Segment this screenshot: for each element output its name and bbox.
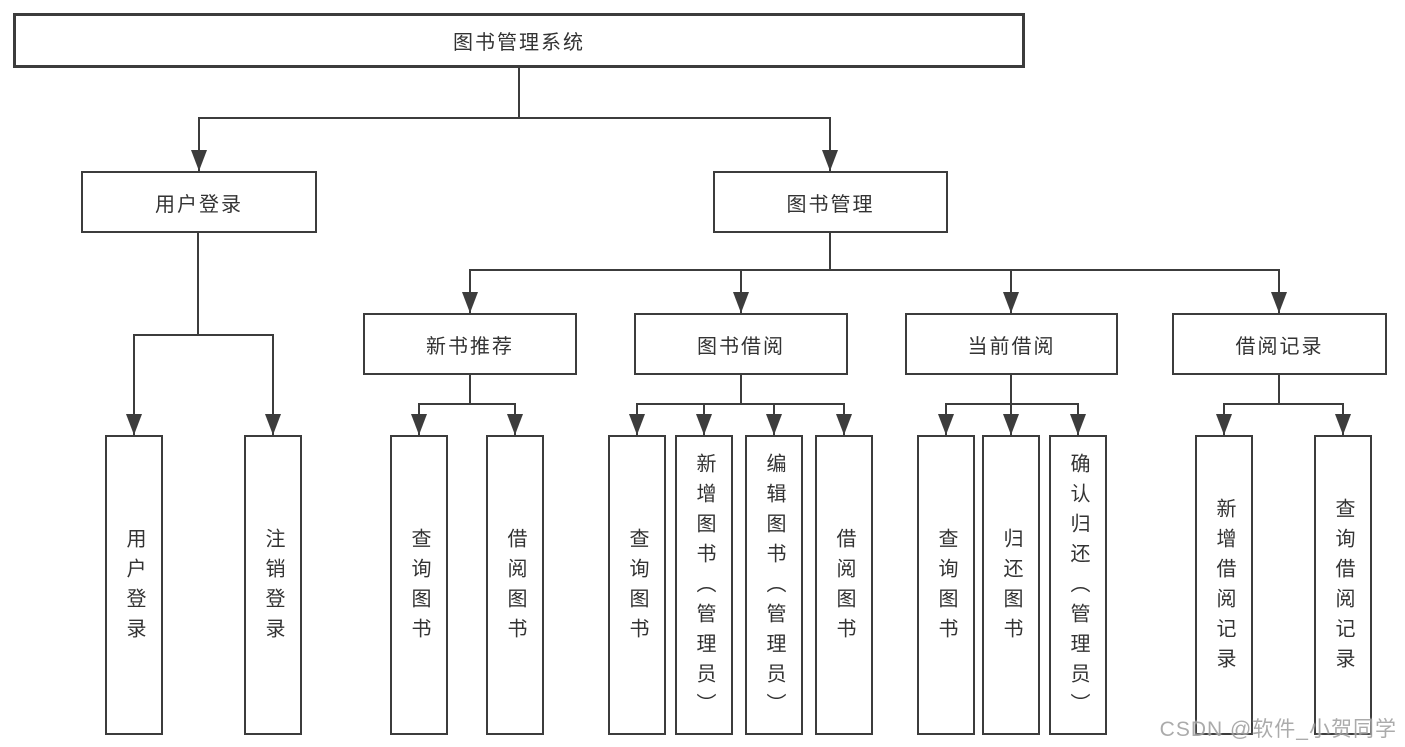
node-new-book-recommend-label: 新书推荐 [426,335,514,358]
node-book-borrow-label: 图书借阅 [697,335,785,358]
node-book-management-label: 图书管理 [786,193,875,216]
arrowhead-down-icon [411,414,427,435]
connector-line [133,334,135,435]
leaf-query-books-current: 查询图书 [917,435,975,735]
connector-line [829,117,831,171]
leaf-logout-label: 注销登录 [262,528,284,648]
connector-line [636,403,845,405]
connector-line [198,117,831,119]
csdn-watermark: CSDN @软件_小贺同学 [1159,718,1397,741]
connector-line [469,269,1280,271]
arrowhead-down-icon [1271,292,1287,313]
node-root: 图书管理系统 [13,13,1025,68]
arrowhead-down-icon [1003,292,1019,313]
leaf-user-login: 用户登录 [105,435,163,735]
leaf-return-books: 归还图书 [982,435,1040,735]
leaf-query-borrow-record-label: 查询借阅记录 [1332,498,1354,678]
leaf-logout: 注销登录 [244,435,302,735]
connector-line [740,375,742,405]
leaf-add-books-admin-label: 新增图书（管理员） [693,453,715,723]
leaf-query-borrow-record: 查询借阅记录 [1314,435,1372,735]
leaf-return-books-label: 归还图书 [1000,528,1022,648]
leaf-add-books-admin: 新增图书（管理员） [675,435,733,735]
node-user-login-label: 用户登录 [155,193,243,216]
arrowhead-down-icon [462,292,478,313]
connector-line [469,375,471,405]
connector-line [198,117,200,171]
arrowhead-down-icon [696,414,712,435]
leaf-query-books-current-label: 查询图书 [935,528,957,648]
leaf-user-login-label: 用户登录 [123,528,145,648]
node-root-label: 图书管理系统 [453,32,585,54]
arrowhead-down-icon [1335,414,1351,435]
leaf-borrow-books-recommend: 借阅图书 [486,435,544,735]
connector-line [1223,403,1344,405]
arrowhead-down-icon [507,414,523,435]
arrowhead-down-icon [938,414,954,435]
arrowhead-down-icon [191,150,207,171]
arrowhead-down-icon [1216,414,1232,435]
leaf-edit-books-admin-label: 编辑图书（管理员） [763,453,785,723]
connector-line [469,269,471,313]
node-book-management: 图书管理 [713,171,948,233]
arrowhead-down-icon [265,414,281,435]
connector-line [1278,375,1280,405]
node-current-borrow: 当前借阅 [905,313,1118,375]
leaf-query-books-borrow-label: 查询图书 [626,528,648,648]
leaf-add-borrow-record-label: 新增借阅记录 [1213,498,1235,678]
connector-line [197,233,199,336]
arrowhead-down-icon [1070,414,1086,435]
leaf-confirm-return-admin: 确认归还（管理员） [1049,435,1107,735]
leaf-borrow-books: 借阅图书 [815,435,873,735]
leaf-query-books-recommend-label: 查询图书 [408,528,430,648]
arrowhead-down-icon [836,414,852,435]
node-borrow-records-label: 借阅记录 [1235,335,1324,358]
arrowhead-down-icon [1003,414,1019,435]
connector-line [1278,269,1280,313]
connector-line [418,403,516,405]
leaf-confirm-return-admin-label: 确认归还（管理员） [1067,453,1089,723]
leaf-add-borrow-record: 新增借阅记录 [1195,435,1253,735]
connector-line [1010,375,1012,405]
node-current-borrow-label: 当前借阅 [967,335,1056,358]
arrowhead-down-icon [126,414,142,435]
leaf-borrow-books-label: 借阅图书 [833,528,855,648]
arrowhead-down-icon [629,414,645,435]
arrowhead-down-icon [766,414,782,435]
connector-line [133,334,274,336]
node-new-book-recommend: 新书推荐 [363,313,577,375]
leaf-query-books-borrow: 查询图书 [608,435,666,735]
node-book-borrow: 图书借阅 [634,313,848,375]
connector-line [829,233,831,271]
connector-line [518,68,520,119]
arrowhead-down-icon [733,292,749,313]
connector-line [740,269,742,313]
node-user-login: 用户登录 [81,171,317,233]
node-borrow-records: 借阅记录 [1172,313,1387,375]
connector-line [945,403,1079,405]
connector-line [1010,269,1012,313]
leaf-edit-books-admin: 编辑图书（管理员） [745,435,803,735]
arrowhead-down-icon [822,150,838,171]
leaf-query-books-recommend: 查询图书 [390,435,448,735]
connector-line [272,334,274,435]
leaf-borrow-books-recommend-label: 借阅图书 [504,528,526,648]
